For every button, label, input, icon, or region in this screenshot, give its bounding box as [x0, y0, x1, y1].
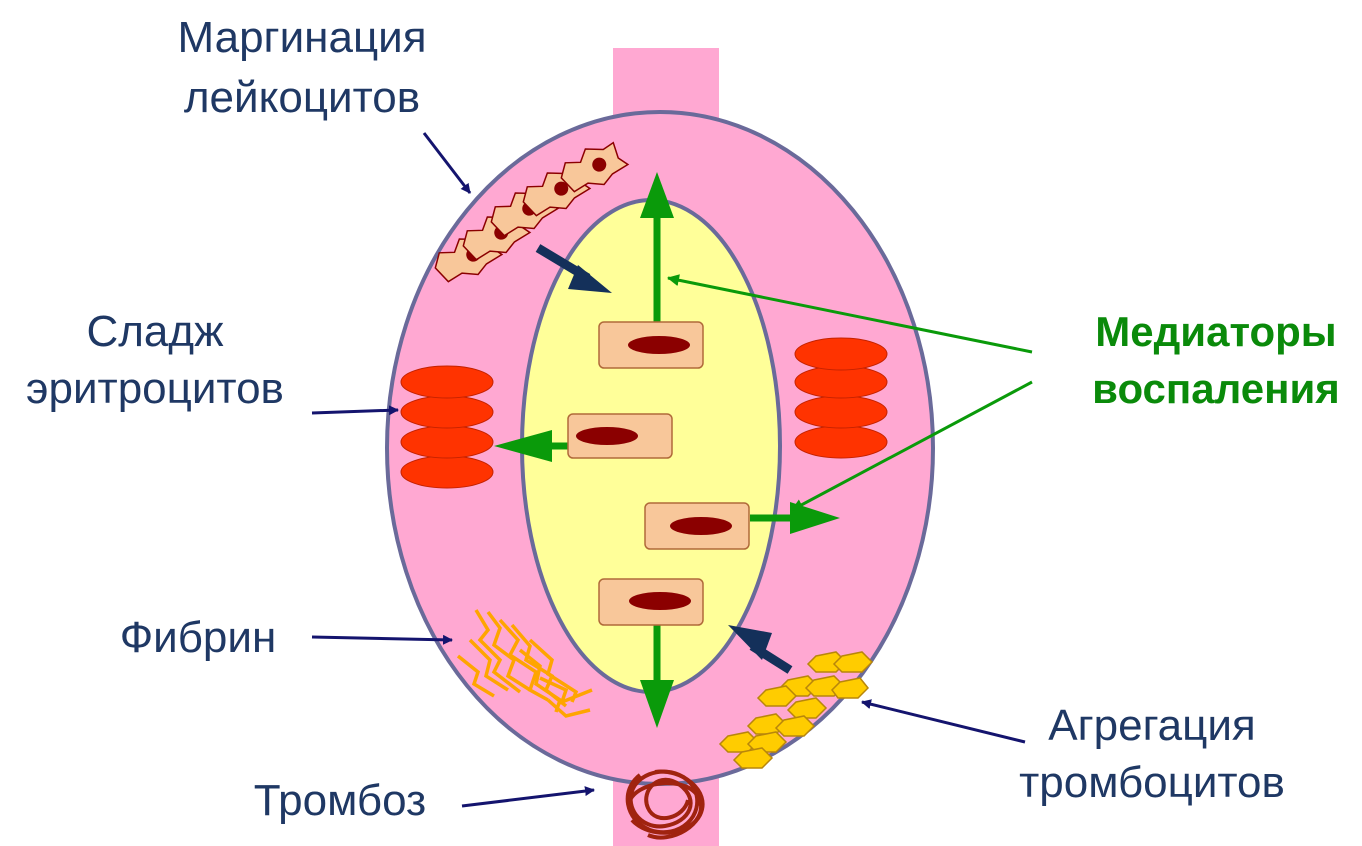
sludge-pointer [312, 410, 398, 413]
endothelial-cell [645, 503, 749, 549]
fibrin-pointer [312, 637, 452, 640]
endothelial-cell [599, 579, 703, 625]
margination-label-line2: лейкоцитов [184, 73, 420, 122]
aggregation-pointer [862, 702, 1025, 742]
thrombosis-label: Тромбоз [254, 776, 426, 825]
mediators-label-line1: Медиаторы [1095, 308, 1336, 355]
mediators-label-line2: воспаления [1092, 365, 1340, 412]
thrombosis-pointer [462, 790, 594, 806]
fibrin-label: Фибрин [120, 613, 277, 662]
endothelial-cell [568, 414, 672, 458]
sludge-label-line1: Сладж [86, 307, 224, 356]
margination-pointer [424, 133, 470, 193]
aggregation-label-line1: Агрегация [1048, 701, 1256, 750]
margination-label-line1: Маргинация [177, 13, 426, 62]
sludge-label-line2: эритроцитов [26, 364, 284, 413]
endothelial-cell [599, 322, 703, 368]
aggregation-label-line2: тромбоцитов [1019, 758, 1285, 807]
